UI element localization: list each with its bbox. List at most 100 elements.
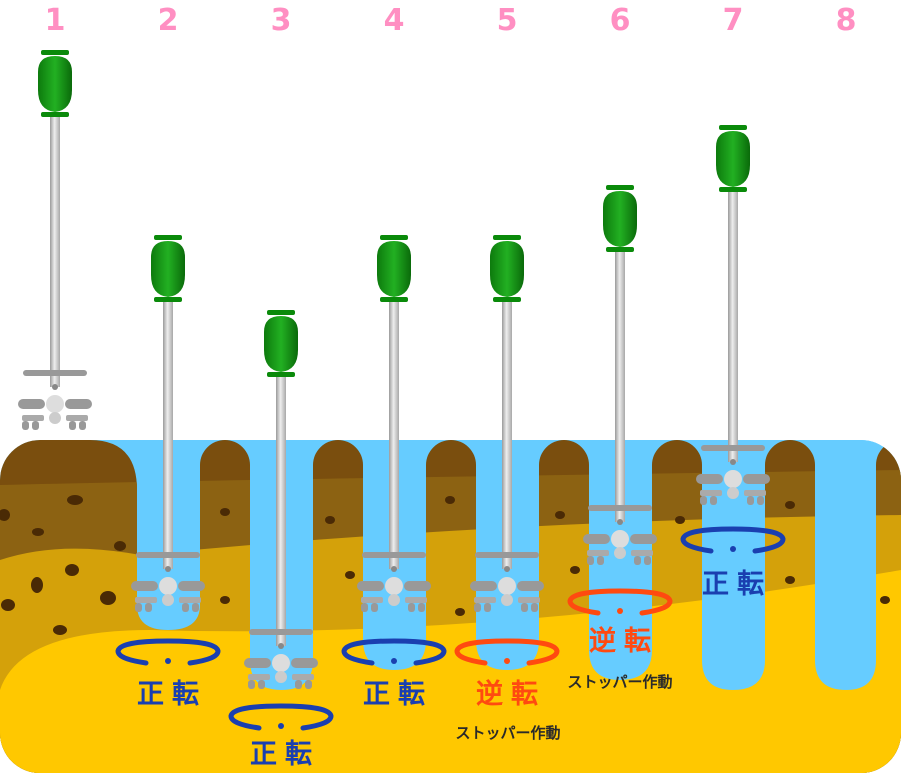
auger-tooth — [587, 556, 594, 565]
auger-shaft — [502, 301, 512, 569]
auger-tooth — [747, 496, 754, 505]
auger-tip — [162, 594, 174, 606]
auger-tooth — [182, 603, 189, 612]
auger-tip — [614, 547, 626, 559]
soil-pebbles — [0, 495, 890, 635]
auger-crossbar — [23, 370, 87, 376]
auger-pin — [730, 459, 736, 465]
step-number: 8 — [836, 3, 857, 38]
auger-cutter — [700, 490, 722, 496]
auger-cutter — [135, 597, 157, 603]
auger-crossbar — [475, 552, 539, 558]
auger-crossbar — [362, 552, 426, 558]
forward-label: 正転 — [250, 739, 320, 770]
auger-shaft — [615, 251, 625, 522]
auger-tooth — [22, 421, 29, 430]
auger — [357, 235, 431, 612]
auger-pin — [52, 384, 58, 390]
auger-hub — [611, 530, 629, 548]
auger-cutter — [405, 597, 427, 603]
auger-pin — [504, 566, 510, 572]
rotation-arrow-icon — [567, 588, 673, 616]
auger-blade — [357, 581, 384, 591]
auger-blade — [630, 534, 657, 544]
forward-label: 正転 — [363, 679, 433, 710]
auger-cutter — [361, 597, 383, 603]
auger-crossbar — [136, 552, 200, 558]
auger-cutter — [22, 415, 44, 421]
rotation-arc — [680, 526, 786, 554]
step-number: 6 — [610, 3, 631, 38]
auger-blade — [743, 474, 770, 484]
motor-cap-top — [606, 185, 634, 190]
rotation-arrow-icon — [454, 638, 560, 666]
motor-cap-bottom — [493, 297, 521, 302]
auger-cutter — [518, 597, 540, 603]
auger-blade — [178, 581, 205, 591]
auger-pin — [617, 519, 623, 525]
auger — [18, 50, 92, 430]
auger-tooth — [634, 556, 641, 565]
auger — [696, 125, 770, 505]
auger-tooth — [418, 603, 425, 612]
augers — [18, 50, 770, 689]
auger-hub — [46, 395, 64, 413]
auger-cutter — [179, 597, 201, 603]
motor-cap-bottom — [380, 297, 408, 302]
auger-tooth — [305, 680, 312, 689]
auger — [244, 310, 318, 689]
auger-tooth — [408, 603, 415, 612]
auger-cutter — [292, 674, 314, 680]
motor-icon — [264, 316, 298, 372]
auger-tooth — [597, 556, 604, 565]
auger-tooth — [710, 496, 717, 505]
auger-tooth — [644, 556, 651, 565]
motor-icon — [38, 56, 72, 112]
rotation-center — [165, 658, 171, 664]
auger-pin — [391, 566, 397, 572]
bore-hole-8 — [815, 440, 876, 690]
rotation-arc — [454, 638, 560, 666]
auger-hub — [272, 654, 290, 672]
auger-tooth — [248, 680, 255, 689]
rotation-center — [730, 546, 736, 552]
step-number: 7 — [723, 3, 744, 38]
rotation-center — [278, 723, 284, 729]
motor-cap-bottom — [719, 187, 747, 192]
auger-cutter — [744, 490, 766, 496]
auger-tooth — [258, 680, 265, 689]
reverse-label: 逆転 — [589, 625, 659, 657]
auger-hub — [385, 577, 403, 595]
auger-blade — [291, 658, 318, 668]
step-number: 2 — [158, 3, 179, 38]
step-numbers: 1 2 3 4 5 6 7 8 — [45, 3, 857, 38]
motor-icon — [151, 241, 185, 297]
rotation-arrow-icon — [680, 526, 786, 554]
motor-cap-bottom — [267, 372, 295, 377]
auger-tooth — [531, 603, 538, 612]
auger-crossbar — [249, 629, 313, 635]
rotation-arrow-icon — [341, 638, 447, 666]
step-number: 3 — [271, 3, 292, 38]
rotation-center — [391, 658, 397, 664]
auger-tip — [275, 671, 287, 683]
auger-crossbar — [701, 445, 765, 451]
motor-icon — [490, 241, 524, 297]
auger — [470, 235, 544, 612]
auger-cutter — [631, 550, 653, 556]
auger-tooth — [295, 680, 302, 689]
step-number: 5 — [497, 3, 518, 38]
auger — [583, 185, 657, 565]
auger-shaft — [728, 191, 738, 462]
auger-tooth — [700, 496, 707, 505]
auger-shaft — [389, 301, 399, 569]
auger-tooth — [521, 603, 528, 612]
auger-tip — [501, 594, 513, 606]
rotation-indicators — [115, 526, 786, 731]
rotation-center — [617, 608, 623, 614]
auger-blade — [65, 399, 92, 409]
auger-hub — [498, 577, 516, 595]
motor-icon — [716, 131, 750, 187]
auger-shaft — [163, 301, 173, 569]
